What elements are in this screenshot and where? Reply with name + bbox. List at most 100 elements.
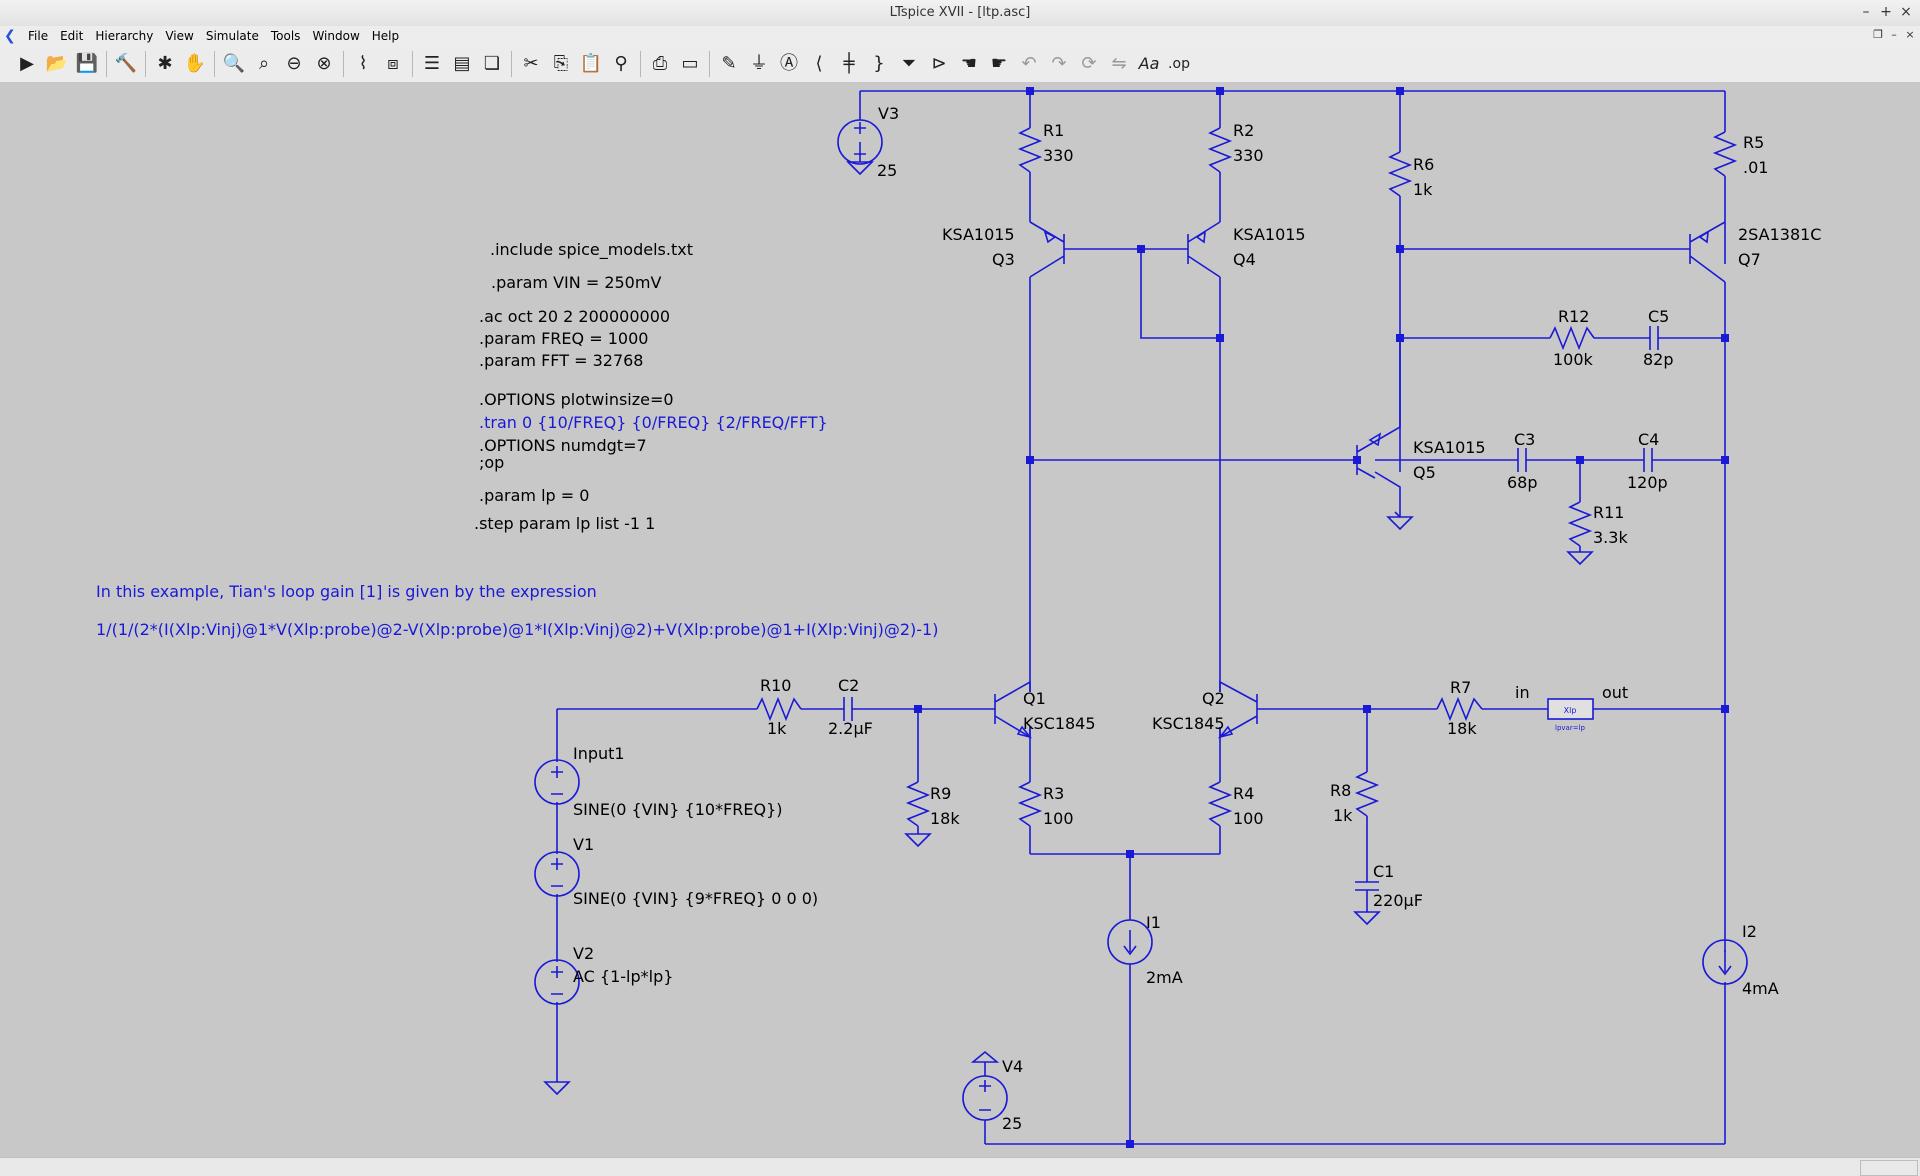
label-r7-name: R7: [1450, 678, 1471, 697]
menu-simulate[interactable]: Simulate: [205, 29, 259, 43]
label-net-icon[interactable]: Ⓐ: [780, 53, 798, 74]
directive-tran: .tran 0 {10/FREQ} {0/FREQ} {2/FREQ/FFT}: [479, 413, 828, 432]
resistor-r1: [1017, 127, 1043, 173]
rotate-icon[interactable]: ⟳: [1081, 53, 1097, 74]
spice-directive-icon[interactable]: .op: [1168, 56, 1190, 72]
inductor-icon[interactable]: }: [873, 53, 885, 74]
zoom-fit-icon[interactable]: ⊗: [316, 53, 332, 74]
tile-horizontal-icon[interactable]: ☰: [423, 53, 441, 74]
title-bar: LTspice XVII - [ltp.asc] – + ×: [0, 0, 1920, 27]
waveform-icon[interactable]: ⌇: [358, 53, 368, 74]
label-r10-value: 1k: [767, 719, 787, 738]
label-q4-model: KSA1015: [1233, 225, 1306, 244]
label-i1-value: 2mA: [1146, 968, 1183, 987]
resistor-r6: [1387, 151, 1413, 197]
paste-icon[interactable]: 📋: [579, 53, 603, 74]
ground-icon[interactable]: ⏚: [750, 53, 768, 74]
menu-view[interactable]: View: [165, 29, 194, 43]
undo-icon[interactable]: ↶: [1021, 53, 1037, 74]
directive-options-numdgt: .OPTIONS numdgt=7: [479, 436, 647, 455]
label-q2-name: Q2: [1202, 689, 1225, 708]
label-q1-name: Q1: [1023, 689, 1046, 708]
directive-options-plotwinsize: .OPTIONS plotwinsize=0: [479, 390, 674, 409]
menu-help[interactable]: Help: [371, 29, 400, 43]
control-panel-icon[interactable]: 🔨: [114, 53, 138, 74]
menu-edit[interactable]: Edit: [60, 29, 84, 43]
capacitor-c1: [1355, 880, 1379, 894]
print-icon[interactable]: ⎙: [652, 53, 668, 74]
draw-wire-icon[interactable]: ✎: [721, 53, 737, 74]
comment-line-2: 1/(1/(2*(I(Xlp:Vinj)@1*V(Xlp:probe)@2-V(…: [96, 620, 938, 639]
label-i1-name: I1: [1146, 913, 1161, 932]
capacitor-c5: [1643, 326, 1665, 350]
find-icon[interactable]: ⚲: [614, 53, 628, 74]
mirror-icon[interactable]: ⇋: [1111, 53, 1127, 74]
menu-hierarchy[interactable]: Hierarchy: [95, 29, 154, 43]
directive-param-fft: .param FFT = 32768: [479, 351, 643, 370]
menu-window[interactable]: Window: [312, 29, 360, 43]
autorange-icon[interactable]: ⧈: [387, 53, 399, 74]
run-icon[interactable]: ▶: [20, 53, 34, 74]
resistor-r9: [905, 781, 931, 827]
maximize-icon[interactable]: +: [1880, 4, 1892, 20]
toolbar-separator: [511, 51, 512, 77]
drag-icon[interactable]: ☛: [990, 53, 1008, 74]
directive-step: .step param lp list -1 1: [474, 514, 655, 533]
copy-icon[interactable]: ⎘: [553, 53, 569, 74]
wires: [556, 90, 1726, 1145]
cut-icon[interactable]: ✂: [523, 53, 539, 74]
schematic-comment[interactable]: In this example, Tian's loop gain [1] is…: [96, 582, 938, 639]
label-v4-value: 25: [1002, 1114, 1022, 1133]
spice-directives[interactable]: .include spice_models.txt .param VIN = 2…: [474, 240, 828, 533]
label-q7-name: Q7: [1738, 250, 1761, 269]
menu-tools[interactable]: Tools: [270, 29, 301, 43]
loop-probe-xlp[interactable]: Xlp lpvar=lp: [1547, 698, 1594, 732]
label-r12-value: 100k: [1553, 350, 1594, 369]
capacitor-icon[interactable]: ╪: [843, 53, 855, 74]
zoom-out-icon[interactable]: ⊖: [286, 53, 302, 74]
diode-icon[interactable]: ⏷: [901, 53, 917, 74]
resistor-r12: [1549, 325, 1595, 351]
resistor-r11: [1567, 501, 1593, 547]
directive-param-freq: .param FREQ = 1000: [479, 329, 648, 348]
capacitor-c4: [1640, 448, 1656, 472]
label-c1-name: C1: [1373, 862, 1394, 881]
label-i2-value: 4mA: [1742, 979, 1779, 998]
halt-icon[interactable]: ✱: [157, 53, 173, 74]
label-v2-value: AC {1-lp*lp}: [573, 967, 673, 986]
svg-text:lpvar=lp: lpvar=lp: [1555, 724, 1586, 732]
resistor-icon[interactable]: ⟨: [815, 53, 823, 74]
zoom-in-icon[interactable]: 🔍: [222, 53, 246, 74]
label-c2-value: 2.2µF: [828, 719, 873, 738]
open-icon[interactable]: 📂: [45, 53, 69, 74]
label-c5-value: 82p: [1643, 350, 1674, 369]
label-i2-name: I2: [1742, 922, 1757, 941]
mdi-close-icon[interactable]: ×: [1905, 28, 1915, 41]
mdi-restore-icon[interactable]: ❐: [1873, 28, 1883, 41]
label-c3-value: 68p: [1507, 473, 1538, 492]
voltage-source-input1: [534, 759, 580, 805]
label-r1-name: R1: [1043, 121, 1064, 140]
label-r3-value: 100: [1043, 809, 1074, 828]
schematic-canvas[interactable]: Xlp lpvar=lp V3 25 R1 330 R2 330 R6 1k R…: [0, 82, 1920, 1157]
tile-vertical-icon[interactable]: ▤: [453, 53, 471, 74]
cascade-icon[interactable]: ❏: [483, 53, 501, 74]
zoom-area-icon[interactable]: ⌕: [258, 53, 270, 74]
print-preview-icon[interactable]: ▭: [681, 53, 699, 74]
close-icon[interactable]: ×: [1900, 4, 1912, 20]
resistor-r2: [1207, 127, 1233, 173]
resistor-r7: [1436, 696, 1483, 722]
mdi-minimize-icon[interactable]: –: [1891, 28, 1897, 41]
move-icon[interactable]: ☚: [960, 53, 978, 74]
pan-icon[interactable]: ✋: [183, 53, 207, 74]
text-icon[interactable]: Aa: [1138, 54, 1160, 73]
menu-file[interactable]: File: [28, 29, 49, 43]
ltspice-logo-icon[interactable]: ❮: [4, 28, 16, 44]
redo-icon[interactable]: ↷: [1051, 53, 1067, 74]
directive-param-vin: .param VIN = 250mV: [491, 273, 661, 292]
label-r11-value: 3.3k: [1593, 528, 1628, 547]
save-icon[interactable]: 💾: [75, 53, 99, 74]
component-icon[interactable]: ⊳: [931, 53, 947, 74]
minimize-icon[interactable]: –: [1862, 4, 1870, 20]
toolbar-separator: [214, 51, 215, 77]
